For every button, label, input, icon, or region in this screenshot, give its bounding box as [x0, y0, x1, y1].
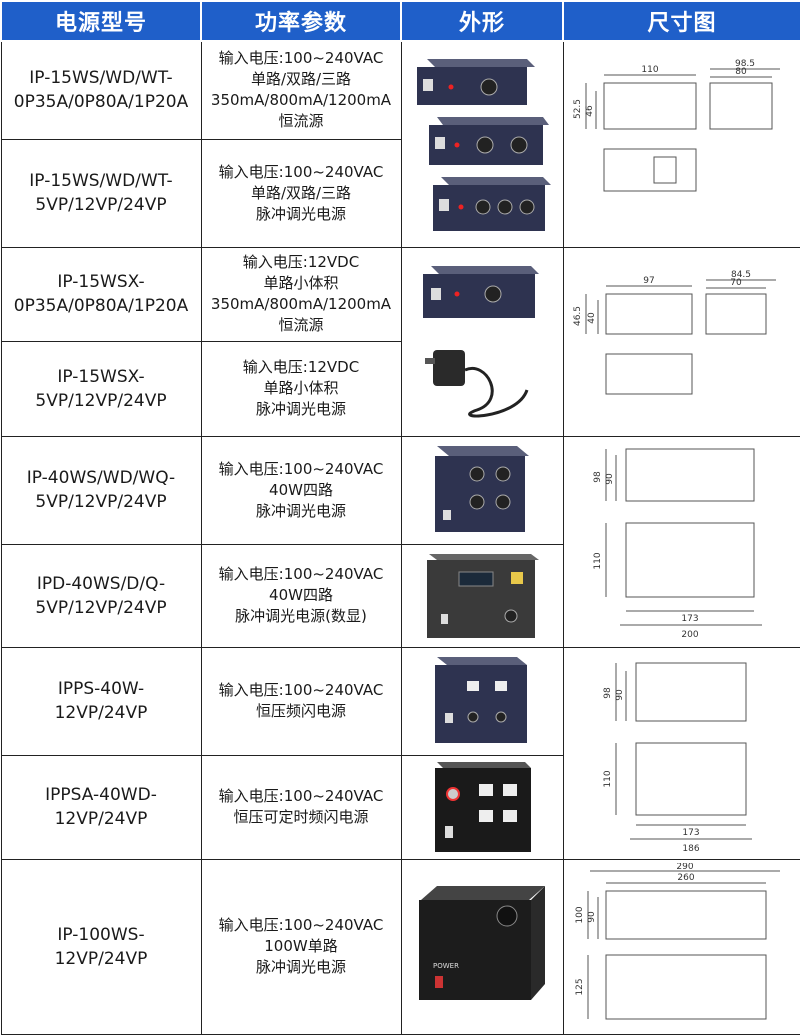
dim-depth-total: 98.5	[735, 59, 755, 69]
product-image-ip15wsx	[400, 246, 564, 437]
dim-height: 90	[605, 473, 615, 485]
dim-depth: 110	[593, 552, 603, 569]
dim-width: 97	[643, 276, 654, 286]
dimension-drawing-icon: 98 90 110 173 200	[593, 448, 762, 640]
spec-cell: 输入电压:100~240VAC 100W单路 脉冲调光电源	[200, 858, 402, 1035]
model-cell: IP-15WSX- 5VP/12VP/24VP	[0, 341, 202, 437]
table-row: IP-15WS/WD/WT- 5VP/12VP/24VP 输入电压:100~24…	[0, 138, 800, 248]
dim-height-total: 100	[575, 906, 585, 923]
header-row: 电源型号 功率参数 外形 尺寸图	[0, 0, 800, 42]
spec-cell: 输入电压:100~240VAC 恒压频闪电源	[200, 646, 402, 756]
power-supply-large-icon: POWER	[419, 885, 545, 1000]
product-image-ippsa40wd	[400, 754, 564, 860]
header-spec: 功率参数	[200, 0, 402, 42]
power-supply-adapter-icon	[423, 265, 539, 417]
spec-cell: 输入电压:12VDC 单路小体积 350mA/800mA/1200mA 恒流源	[200, 246, 402, 342]
product-image-ipps40w	[400, 646, 564, 756]
product-image-ip100ws: POWER	[400, 858, 564, 1035]
model-cell: IP-15WSX- 0P35A/0P80A/1P20A	[0, 246, 202, 342]
dim-width-total: 290	[676, 863, 693, 872]
model-cell: IP-40WS/WD/WQ- 5VP/12VP/24VP	[0, 435, 202, 545]
power-label: POWER	[433, 962, 459, 970]
model-cell: IP-15WS/WD/WT- 5VP/12VP/24VP	[0, 138, 202, 248]
dim-depth: 125	[575, 978, 585, 995]
dim-height: 40	[587, 312, 597, 324]
product-image-ip15ws	[400, 40, 564, 248]
power-supply-box-icon	[417, 59, 551, 232]
product-image-ip40ws	[400, 435, 564, 545]
dimension-drawing-g5: 290 260 100 90 125	[562, 858, 800, 1035]
dimension-drawing-g2: 97 84.5 70 46.5 40	[562, 246, 800, 437]
dimension-drawing-g4: 98 90 110 173 186	[562, 646, 800, 860]
dimension-drawing-icon: 98 90 110 173 186	[603, 662, 752, 854]
dim-width: 173	[681, 614, 698, 624]
dim-width-total: 200	[681, 630, 698, 640]
dim-height-total: 98	[603, 687, 613, 699]
table-row: IP-15WSX- 5VP/12VP/24VP 输入电压:12VDC 单路小体积…	[0, 341, 800, 437]
dim-height: 90	[587, 911, 597, 923]
table-row: IPPSA-40WD- 12VP/24VP 输入电压:100~240VAC 恒压…	[0, 754, 800, 860]
dim-width: 110	[641, 65, 658, 75]
spec-cell: 输入电压:100~240VAC 40W四路 脉冲调光电源(数显)	[200, 544, 402, 648]
dim-width-total: 186	[682, 844, 699, 854]
model-cell: IP-100WS- 12VP/24VP	[0, 858, 202, 1035]
model-cell: IPD-40WS/D/Q- 5VP/12VP/24VP	[0, 544, 202, 648]
table-row: IPPS-40W- 12VP/24VP 输入电压:100~240VAC 恒压频闪…	[0, 646, 800, 860]
model-cell: IPPSA-40WD- 12VP/24VP	[0, 754, 202, 860]
dimension-drawing-g3: 98 90 110 173 200	[562, 435, 800, 648]
dimension-drawing-icon: 97 84.5 70 46.5 40	[573, 270, 776, 394]
power-supply-box-icon	[435, 446, 529, 533]
dim-height-total: 98	[593, 471, 603, 483]
dimension-drawing-icon: 290 260 100 90 125	[575, 863, 780, 1019]
header-appearance: 外形	[400, 0, 564, 42]
dim-height-total: 52.5	[573, 99, 583, 119]
dim-width: 260	[677, 873, 694, 883]
dim-height-total: 46.5	[573, 305, 583, 325]
header-model: 电源型号	[0, 0, 202, 42]
power-supply-box-icon	[435, 657, 527, 743]
dim-depth: 70	[730, 278, 742, 288]
spec-cell: 输入电压:12VDC 单路小体积 脉冲调光电源	[200, 341, 402, 437]
table-row: IPD-40WS/D/Q- 5VP/12VP/24VP 输入电压:100~240…	[0, 544, 800, 648]
table-row: IP-15WSX- 0P35A/0P80A/1P20A 输入电压:12VDC 单…	[0, 246, 800, 437]
power-supply-display-icon	[427, 553, 539, 638]
spec-cell: 输入电压:100~240VAC 40W四路 脉冲调光电源	[200, 435, 402, 545]
table-row: IP-40WS/WD/WQ- 5VP/12VP/24VP 输入电压:100~24…	[0, 435, 800, 648]
dimension-drawing-icon: 110 98.5 80 52.5 46	[573, 59, 780, 192]
spec-cell: 输入电压:100~240VAC 单路/双路/三路 350mA/800mA/120…	[200, 40, 402, 140]
dim-width: 173	[682, 828, 699, 838]
table-row: IP-15WS/WD/WT- 0P35A/0P80A/1P20A 输入电压:10…	[0, 40, 800, 248]
dimension-drawing-g1: 110 98.5 80 52.5 46	[562, 40, 800, 248]
spec-cell: 输入电压:100~240VAC 单路/双路/三路 脉冲调光电源	[200, 138, 402, 248]
header-dimensions: 尺寸图	[562, 0, 800, 42]
product-image-ipd40ws	[400, 544, 564, 648]
dim-depth-total: 84.5	[731, 270, 751, 280]
dim-height: 90	[615, 689, 625, 701]
model-cell: IP-15WS/WD/WT- 0P35A/0P80A/1P20A	[0, 40, 202, 140]
power-supply-timer-icon	[435, 762, 531, 852]
dim-depth: 110	[603, 770, 613, 787]
dim-depth: 80	[735, 67, 747, 77]
spec-cell: 输入电压:100~240VAC 恒压可定时频闪电源	[200, 754, 402, 860]
model-cell: IPPS-40W- 12VP/24VP	[0, 646, 202, 756]
table-row: IP-100WS- 12VP/24VP 输入电压:100~240VAC 100W…	[0, 858, 800, 1035]
dim-height: 46	[585, 105, 595, 117]
